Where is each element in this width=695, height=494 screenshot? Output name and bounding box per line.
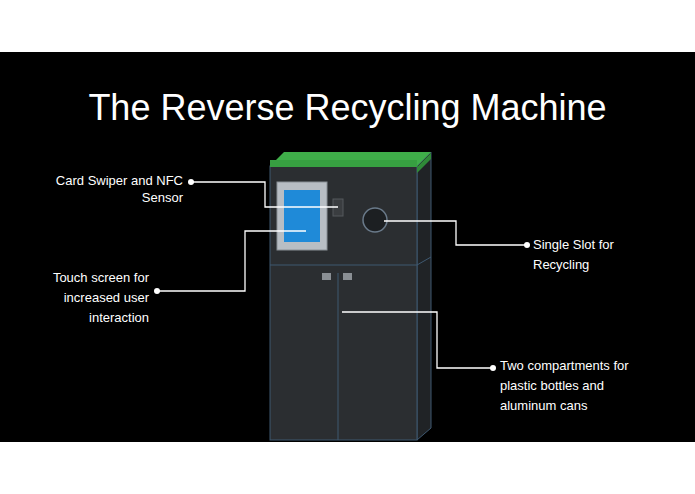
- divider: [270, 265, 417, 266]
- door-handle: [322, 273, 331, 280]
- door-split: [338, 273, 339, 440]
- machine-side: [417, 152, 431, 440]
- leader-dot: [188, 179, 194, 185]
- leaders: [157, 182, 527, 368]
- screen: [284, 190, 320, 242]
- recycling-slot: [363, 208, 387, 232]
- black-panel: [0, 52, 695, 442]
- machine-top: [270, 152, 431, 166]
- leader-dot: [490, 365, 496, 371]
- leader-dots: [154, 179, 530, 371]
- callout-label: Touch screen for increased user interact…: [33, 268, 149, 328]
- leader-line: [342, 312, 493, 368]
- door-handle: [343, 273, 352, 280]
- callout-label: Card Swiper and NFC Sensor: [40, 172, 183, 206]
- machine-top-band: [270, 160, 417, 167]
- leader-dot: [154, 288, 160, 294]
- callout-label: Single Slot for Recycling: [533, 235, 643, 275]
- leader-dot: [524, 242, 530, 248]
- divider-side: [417, 257, 431, 265]
- callout-label: Two compartments for plastic bottles and…: [500, 356, 660, 416]
- screen-frame: [277, 182, 327, 250]
- machine-top-side: [417, 153, 431, 173]
- leader-line: [384, 221, 527, 245]
- leader-line: [191, 182, 338, 207]
- title: The Reverse Recycling Machine: [0, 86, 695, 130]
- leader-line: [157, 231, 306, 291]
- machine: [270, 152, 431, 440]
